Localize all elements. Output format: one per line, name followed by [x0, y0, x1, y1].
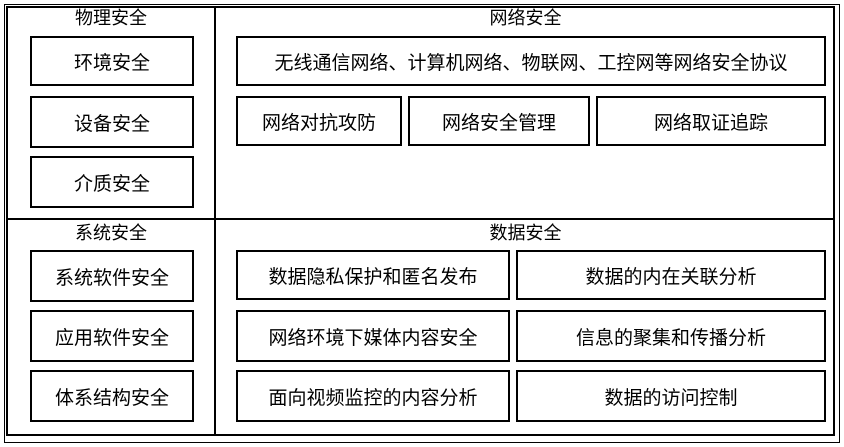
physical-item-environment: 环境安全 — [30, 36, 194, 86]
system-item-application-software: 应用软件安全 — [30, 310, 194, 362]
network-item-management: 网络安全管理 — [408, 96, 590, 146]
physical-item-media: 介质安全 — [30, 156, 194, 208]
diagram-frame — [6, 6, 835, 436]
physical-item-equipment: 设备安全 — [30, 96, 194, 148]
network-item-forensics: 网络取证追踪 — [596, 96, 826, 146]
data-item-video-surveillance-analysis: 面向视频监控的内容分析 — [236, 370, 510, 422]
column-divider — [214, 6, 216, 436]
data-item-access-control: 数据的访问控制 — [516, 370, 826, 422]
network-item-attack-defense: 网络对抗攻防 — [236, 96, 402, 146]
system-item-system-software: 系统软件安全 — [30, 250, 194, 302]
system-item-architecture: 体系结构安全 — [30, 370, 194, 422]
physical-security-title: 物理安全 — [75, 8, 147, 29]
data-item-media-content-security: 网络环境下媒体内容安全 — [236, 310, 510, 362]
data-item-privacy-anonymization: 数据隐私保护和匿名发布 — [236, 250, 510, 300]
data-item-correlation-analysis: 数据的内在关联分析 — [516, 250, 826, 300]
network-security-title: 网络安全 — [489, 8, 562, 29]
system-security-title: 系统安全 — [75, 223, 147, 244]
data-security-title: 数据安全 — [489, 223, 562, 244]
row-divider — [6, 218, 835, 220]
data-item-aggregation-propagation: 信息的聚集和传播分析 — [516, 310, 826, 362]
network-protocols-box: 无线通信网络、计算机网络、物联网、工控网等网络安全协议 — [236, 36, 826, 86]
